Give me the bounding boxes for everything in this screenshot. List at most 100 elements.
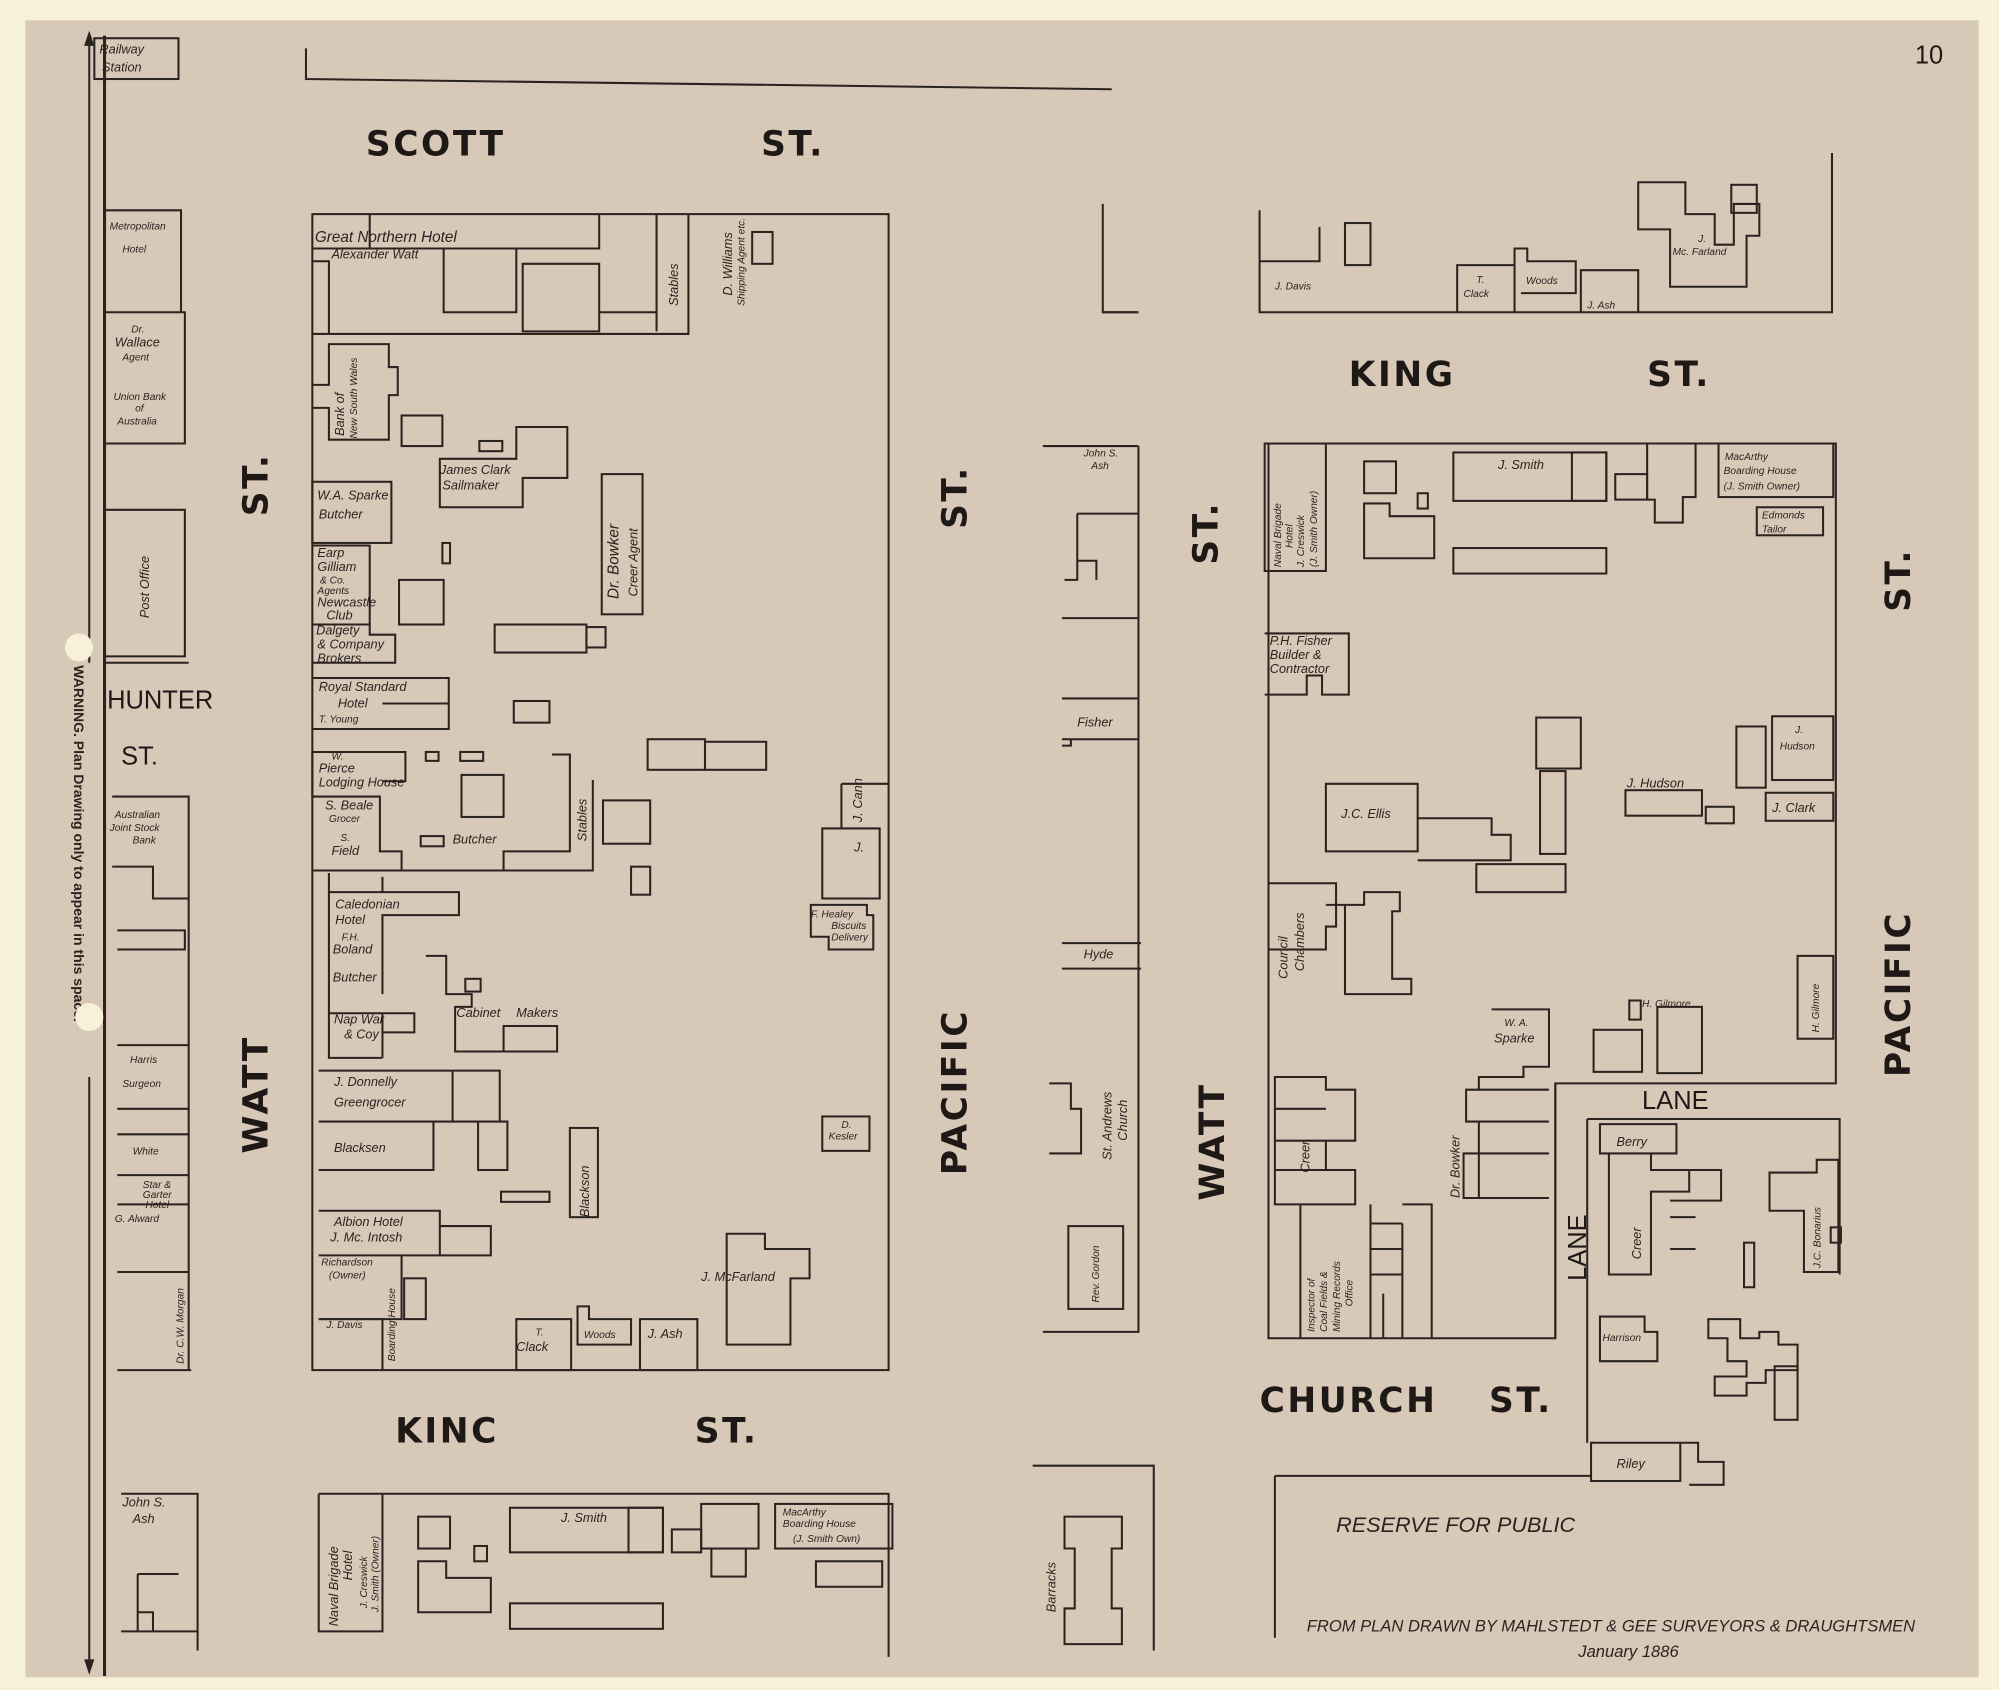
building-label: Earp [317,545,344,560]
building-label: Australia [116,416,157,427]
lane-label: LANE [1642,1087,1709,1115]
building-label: Richardson [321,1258,373,1269]
street-name-watt: WATT [1193,1082,1233,1200]
building-label: T. [535,1328,543,1339]
street-suffix: ST. [1879,548,1919,612]
building-label: Dr. [131,325,144,336]
building-label: Biscuits [831,921,866,932]
building-label: J. Davis [1274,281,1311,292]
building-label: Mc. Farland [1673,247,1727,258]
building-label: Dr. Bowker [1448,1135,1463,1198]
building-label: Creer Agent [625,528,640,597]
building-label: (J. Smith Owner) [1309,491,1320,567]
building-label: & Co. [320,576,345,587]
building-label: Naval Brigade [326,1546,341,1626]
building-label: W. [331,752,343,763]
building-label: G. Alward [115,1214,160,1225]
street-name-king: KING [1349,355,1456,395]
building-label: Woods [1526,276,1558,287]
building-label: Harris [130,1055,157,1066]
building-label: J. Smith [1497,457,1544,472]
building-label: D. [841,1120,851,1131]
building-label: Hudson [1780,741,1815,752]
building-label: Nap War [334,1011,385,1026]
margin-lines [84,30,180,1676]
building-label: J. Donnelly [333,1074,398,1089]
building-label: Stables [666,263,681,306]
building-label: W. A. [1504,1018,1528,1029]
street-suffix: ST. [695,1412,759,1452]
street-name-hunter: HUNTER [107,687,213,715]
building-label: J. Hudson [1626,776,1684,791]
page-number: 10 [1915,42,1943,70]
building-label: Clack [1464,289,1490,300]
building-label: Boarding House [1724,466,1797,477]
building-label: Naval Brigade [1273,503,1284,567]
building-label: Rev. Gordon [1091,1245,1102,1302]
building-label: Clack [516,1339,548,1354]
building-label: Cabinet [456,1005,500,1020]
building-label: J. Mc. Intosh [329,1229,402,1244]
map-sheet [25,20,1979,1678]
building-label: J. Ash [647,1326,683,1341]
building-label: F.H. [342,933,360,944]
street-suffix: ST. [935,465,975,529]
building-label: Dalgety [316,623,360,638]
building-label: Coal Fields & [1319,1271,1330,1332]
street-name-watt: WATT [237,1035,277,1153]
binder-hole [65,633,94,662]
building-label: Field [331,843,360,858]
building-label: Dr. C.W. Morgan [176,1288,187,1364]
building-label: Office [1345,1279,1356,1306]
building-label: Ash [1090,461,1109,472]
street-suffix: ST. [1647,355,1711,395]
building-label: Bank [133,836,157,847]
building-label: MacArthy [783,1507,827,1518]
building-labels: Great Northern Hotel Alexander Watt Stab… [109,218,1824,1626]
building-label: Agents [316,586,349,597]
building-label: Bank of [332,391,347,436]
building-label: John S. [121,1494,165,1509]
building-label: & Company [317,637,384,652]
building-label: (J. Smith Own) [793,1534,860,1545]
building-label: Joint Stock [109,823,161,834]
street-name-scott: SCOTT [366,124,506,164]
street-suffix: ST. [761,124,825,164]
warning-note: WARNING. Plan Drawing only to appear in … [71,665,87,1022]
street-suffix: ST. [1186,501,1226,565]
binder-hole [75,1003,104,1032]
building-label: J. [853,839,864,854]
street-name-pacific: PACIFIC [1879,911,1919,1077]
building-label: Woods [584,1330,616,1341]
building-label: Gilliam [317,559,356,574]
building-label: Agent [121,353,150,364]
building-label: Creer [1629,1227,1644,1260]
building-label: J. Clark [1771,800,1816,815]
building-label: J.C. Ellis [1340,806,1391,821]
plan-date: January 1886 [1577,1642,1679,1661]
building-label: Barracks [1044,1561,1059,1612]
building-label: Fisher [1077,714,1113,729]
building-label: Hotel [340,1549,355,1580]
building-label: J. Ash [1586,300,1615,311]
building-label: Boarding House [387,1288,398,1361]
building-label: Church [1115,1100,1130,1141]
building-label: Butcher [453,832,498,847]
reserve-label: RESERVE FOR PUBLIC [1336,1512,1575,1537]
building-label: J. [1697,234,1706,245]
building-label: Delivery [831,933,869,944]
building-label: Union Bank [113,392,167,403]
building-label: of [135,404,145,415]
building-label: Grocer [329,814,361,825]
street-suffix: ST. [121,743,158,771]
building-label: Boland [333,941,374,956]
building-label: Ash [132,1511,155,1526]
building-label: Blackson [577,1165,592,1217]
building-label: White [133,1147,159,1158]
building-label: (J. Smith Owner) [1724,481,1800,492]
building-label: Mining Records [1332,1261,1343,1332]
building-label: Alexander Watt [330,247,418,262]
building-label: T. Young [319,715,359,726]
building-label: Post Office [137,556,152,618]
